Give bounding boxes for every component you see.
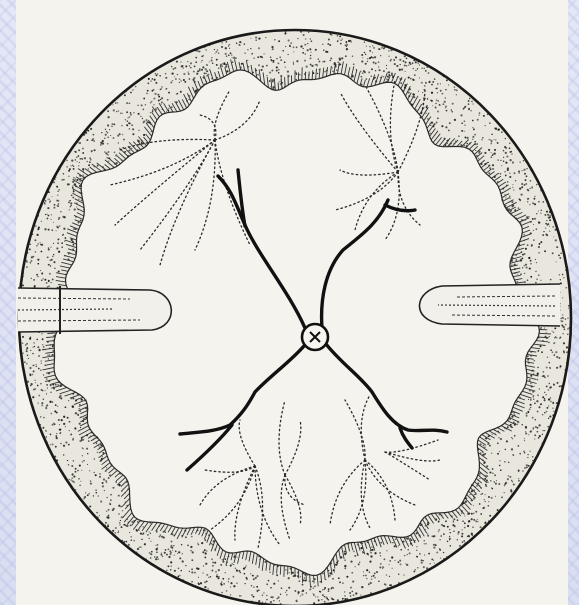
central-nucleus xyxy=(302,324,328,350)
branching-body xyxy=(180,170,447,470)
left-canal xyxy=(18,286,171,334)
right-canal xyxy=(419,284,560,326)
